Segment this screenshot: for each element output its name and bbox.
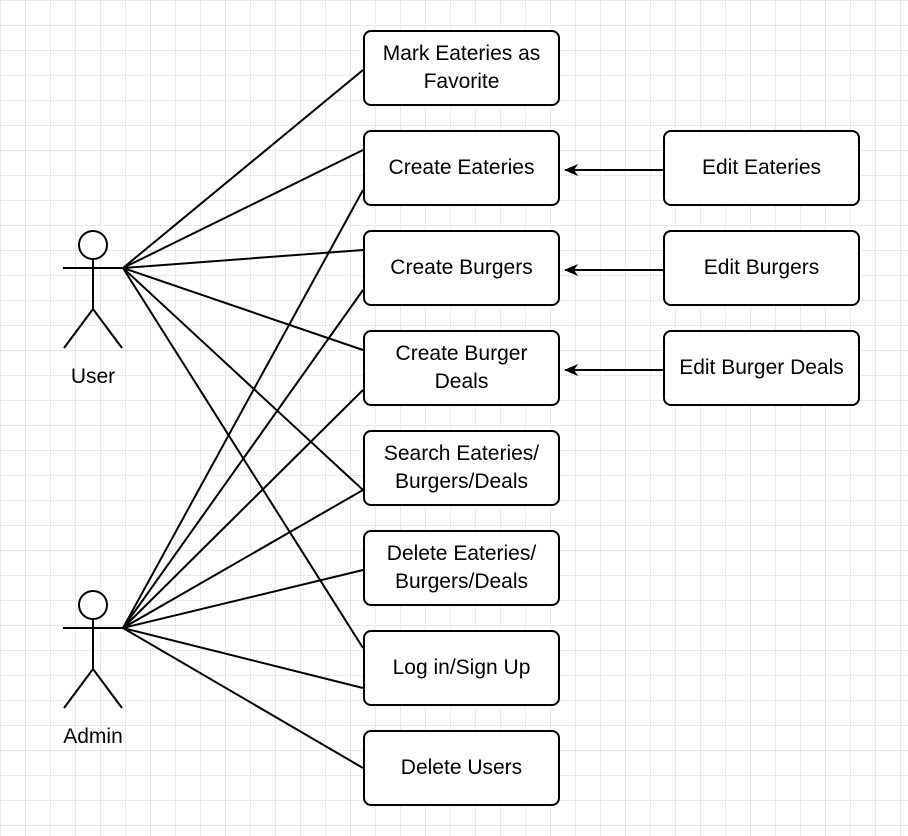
use-case-login[interactable]: Log in/Sign Up: [363, 630, 560, 706]
association-admin-create_burgers: [122, 289, 364, 629]
use-case-create-burgers[interactable]: Create Burgers: [363, 230, 560, 306]
use-case-mark-favorite[interactable]: Mark Eateries as Favorite: [363, 30, 560, 106]
association-user-create_deals: [122, 267, 364, 351]
actor-user-figure: [63, 230, 123, 349]
use-case-delete-users[interactable]: Delete Users: [363, 730, 560, 806]
use-case-create-eateries[interactable]: Create Eateries: [363, 130, 560, 206]
association-admin-search: [122, 489, 364, 629]
association-admin-delete_items: [122, 569, 364, 629]
use-case-search[interactable]: Search Eateries/ Burgers/Deals: [363, 430, 560, 506]
association-user-create_burgers: [122, 249, 364, 269]
use-case-edit-burger-deals[interactable]: Edit Burger Deals: [663, 330, 860, 406]
association-user-mark_fav: [122, 69, 364, 269]
association-admin-create_deals: [122, 389, 364, 629]
use-case-edit-eateries[interactable]: Edit Eateries: [663, 130, 860, 206]
use-case-create-burger-deals[interactable]: Create Burger Deals: [363, 330, 560, 406]
association-admin-delete_users: [122, 627, 364, 769]
association-admin-create_eateries: [122, 189, 364, 629]
actor-admin-label: Admin: [63, 725, 123, 748]
association-user-search: [122, 267, 364, 491]
use-case-delete-items[interactable]: Delete Eateries/ Burgers/Deals: [363, 530, 560, 606]
actor-admin-figure: [63, 590, 123, 709]
association-admin-login: [122, 627, 364, 689]
association-user-create_eateries: [122, 149, 364, 269]
actor-user-label: User: [70, 365, 116, 388]
use-case-edit-burgers[interactable]: Edit Burgers: [663, 230, 860, 306]
